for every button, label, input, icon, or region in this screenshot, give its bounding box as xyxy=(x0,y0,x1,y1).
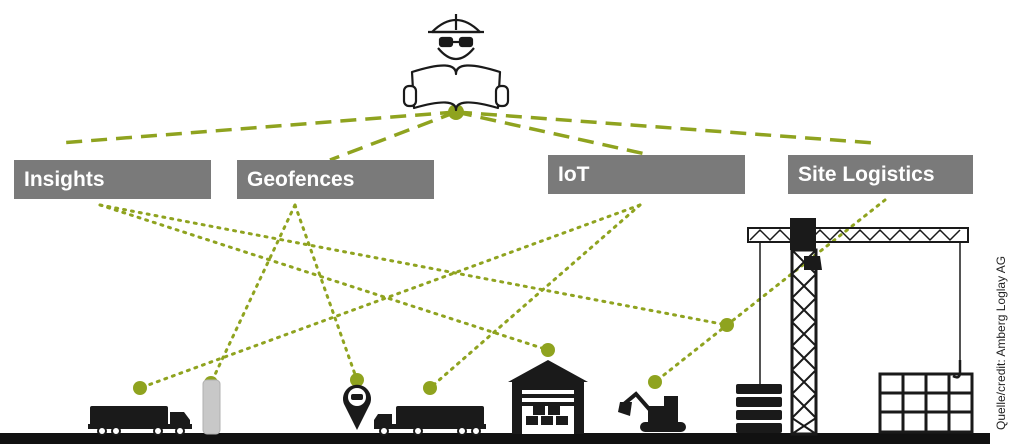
truck-icon xyxy=(374,406,486,436)
warehouse-icon xyxy=(508,360,588,434)
truck-icon xyxy=(88,406,192,436)
pallet-stack-icon xyxy=(736,384,782,433)
hub-connections xyxy=(59,110,876,162)
tower-crane-icon xyxy=(747,218,969,436)
location-pin-car-icon xyxy=(343,384,371,430)
scaffold-icon xyxy=(878,372,974,434)
ground-line xyxy=(0,433,990,444)
category-box-insights: Insights xyxy=(14,160,211,199)
network-nodes xyxy=(133,104,734,395)
sensor-pole-icon xyxy=(202,379,221,435)
category-box-geofences: Geofences xyxy=(237,160,434,199)
category-box-iot: IoT xyxy=(548,155,745,194)
image-credit: Quelle/credit: Amberg Loglay AG xyxy=(994,255,1008,430)
excavator-icon xyxy=(618,391,686,432)
construction-worker-icon xyxy=(402,14,510,112)
category-box-site-logistics: Site Logistics xyxy=(788,155,973,194)
device-connections xyxy=(98,198,887,390)
